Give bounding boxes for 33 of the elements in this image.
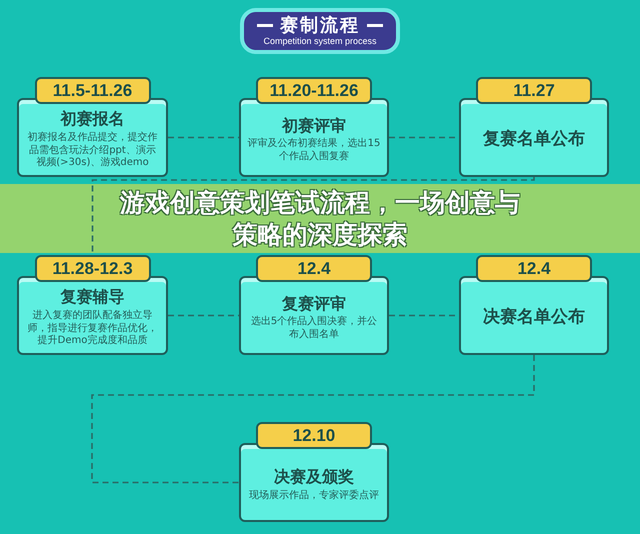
dashed-connector: [91, 355, 535, 484]
section-heading: 赛制流程: [280, 16, 360, 36]
stage-description: 评审及公布初赛结果，选出15个作品入围复赛: [247, 138, 381, 164]
stage-card: [459, 98, 609, 177]
headline: 游戏创意策划笔试流程，一场创意与策略的深度探索: [118, 187, 521, 250]
stage-heading: 初赛评审: [282, 116, 346, 136]
date-tab: 11.28-12.3: [34, 255, 150, 282]
stage-description: 初赛报名及作品提交，提交作品需包含玩法介绍ppt、演示视频(>30s)、游戏demo: [26, 132, 158, 170]
dashed-connector: [168, 136, 239, 138]
date-tab: 12.4: [476, 255, 592, 282]
stage-heading: 决赛及颁奖: [274, 466, 354, 488]
stage-card: [17, 276, 168, 355]
stage-heading: 复赛名单公布: [483, 128, 585, 151]
stage-heading: 复赛评审: [282, 294, 346, 314]
stage-card: [239, 276, 389, 355]
stage-card: [239, 443, 389, 522]
date-tab: 12.4: [256, 255, 372, 282]
stage-heading: 初赛报名: [60, 109, 124, 130]
section-subtitle: Competition system process: [263, 36, 377, 46]
date-tab: 11.5-11.26: [34, 77, 150, 104]
stage-heading: 复赛辅导: [60, 287, 124, 308]
stage-card: [459, 276, 609, 355]
date-tab: 11.27: [476, 77, 592, 104]
stage-heading: 决赛名单公布: [483, 306, 585, 329]
stage-card: [17, 98, 168, 177]
title-pill: [240, 8, 400, 54]
stage-card: [239, 98, 389, 177]
date-tab: 11.20-11.26: [256, 77, 372, 104]
stage-description: 选出5个作品入围决赛，并公布入围名单: [250, 316, 378, 342]
dashed-connector: [168, 314, 239, 316]
stage-description: 进入复赛的团队配备独立导师，指导进行复赛作品优化，提升Demo完成度和品质: [26, 310, 158, 348]
stage-description: 现场展示作品，专家评委点评: [249, 490, 379, 502]
date-tab: 12.10: [256, 422, 372, 449]
